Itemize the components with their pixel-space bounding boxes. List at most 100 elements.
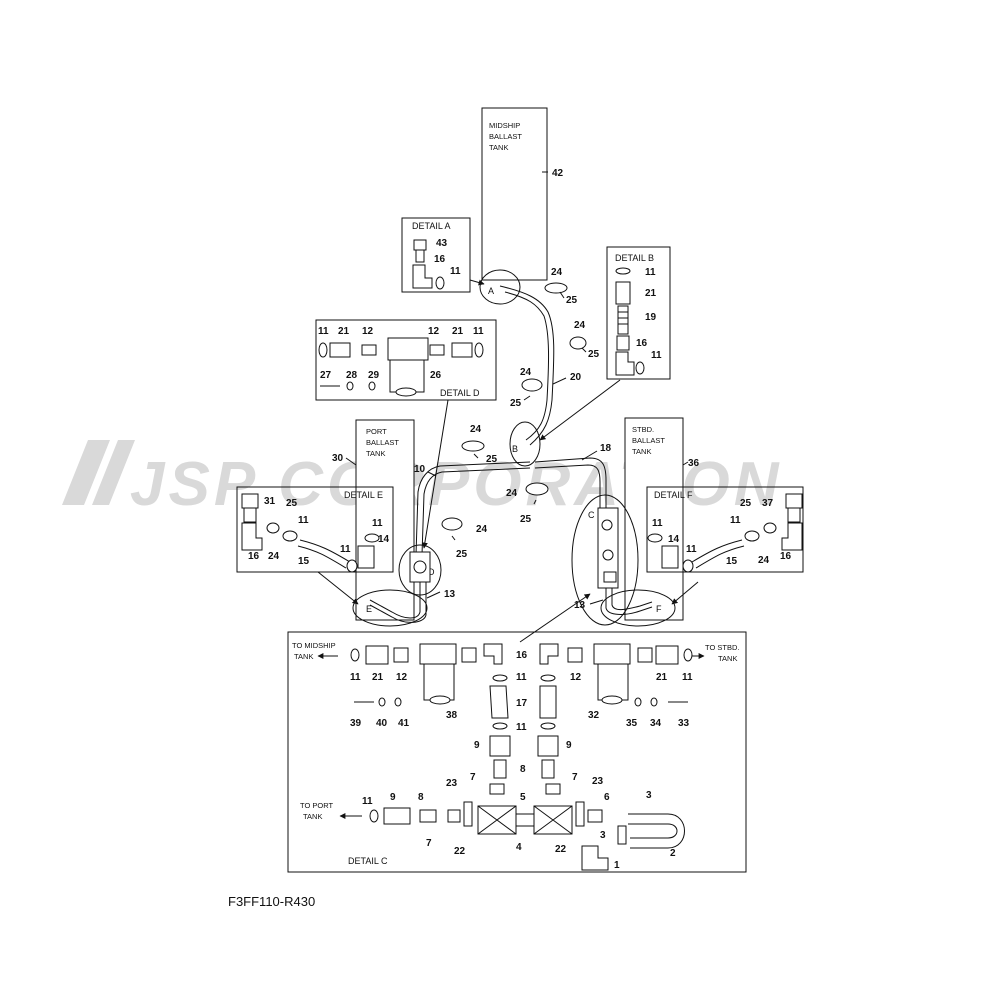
callout-k35: 35 <box>626 718 638 729</box>
port-tank-label-1: PORT <box>366 427 387 436</box>
callout-25f: 25 <box>456 549 468 560</box>
circle-d: D <box>398 544 442 596</box>
callout-42: 42 <box>552 168 564 179</box>
detail-c-title: DETAIL C <box>348 856 388 866</box>
callout-k21a: 21 <box>372 672 384 683</box>
callout-k4: 4 <box>516 842 522 853</box>
port-tank-label-3: TANK <box>366 449 385 458</box>
detail-b: DETAIL B 11 21 19 16 11 <box>606 246 671 380</box>
callout-d12-left: 12 <box>362 326 374 337</box>
callout-10: 10 <box>414 464 426 475</box>
to-stbd-line-2: TANK <box>718 654 737 663</box>
callout-k32: 32 <box>588 710 600 721</box>
callout-20: 20 <box>570 372 582 383</box>
callout-e11b: 11 <box>372 518 383 529</box>
callout-d21-right: 21 <box>452 326 464 337</box>
callout-k8b: 8 <box>418 792 424 803</box>
callout-24b: 24 <box>574 320 586 331</box>
callout-25c: 25 <box>510 398 522 409</box>
circle-e: E <box>352 589 428 627</box>
detail-b-title: DETAIL B <box>615 253 654 263</box>
callout-d29: 29 <box>368 370 380 381</box>
callout-e16: 16 <box>248 551 260 562</box>
callout-24c: 24 <box>520 367 532 378</box>
callout-f11b: 11 <box>652 518 663 529</box>
callout-16a: 16 <box>434 254 446 265</box>
midship-tank-label-1: MIDSHIP <box>489 121 520 130</box>
callout-k41: 41 <box>398 718 410 729</box>
detail-e-title: DETAIL E <box>344 490 383 500</box>
callout-f24: 24 <box>758 555 770 566</box>
callout-f37: 37 <box>762 498 774 509</box>
circle-c: C <box>571 494 639 626</box>
callout-d12-right: 12 <box>428 326 440 337</box>
midship-tank-label-3: TANK <box>489 143 508 152</box>
callout-13-right: 13 <box>574 600 586 611</box>
callout-16b: 16 <box>636 338 648 349</box>
midship-tank-label-2: BALLAST <box>489 132 522 141</box>
callout-k7c: 7 <box>426 838 432 849</box>
callout-d21-left: 21 <box>338 326 350 337</box>
callout-k11e: 11 <box>362 796 373 807</box>
circle-f-letter: F <box>656 604 662 614</box>
callout-24d: 24 <box>470 424 482 435</box>
callout-24a: 24 <box>551 267 563 278</box>
drawing-code: F3FF110-R430 <box>228 894 315 909</box>
watermark-logo-mark <box>62 440 135 505</box>
callout-k38: 38 <box>446 710 458 721</box>
callout-24e: 24 <box>506 488 518 499</box>
callout-k21b: 21 <box>656 672 668 683</box>
callout-25d: 25 <box>486 454 498 465</box>
callout-k11a: 11 <box>350 672 361 683</box>
callout-e25: 25 <box>286 498 298 509</box>
detail-a: DETAIL A 43 16 11 <box>401 217 471 293</box>
callout-k3a: 3 <box>646 790 652 801</box>
detail-e: DETAIL E 31 25 11 11 11 14 16 24 15 <box>236 486 394 573</box>
callout-k17: 17 <box>516 698 528 709</box>
detail-a-title: DETAIL A <box>412 221 451 231</box>
callout-k12b: 12 <box>570 672 582 683</box>
clamp-group-1: 24 25 <box>544 267 578 306</box>
callout-d26: 26 <box>430 370 442 381</box>
circle-b-letter: B <box>512 444 518 454</box>
detail-f-title: DETAIL F <box>654 490 693 500</box>
callout-11b1: 11 <box>645 267 656 278</box>
callout-25e: 25 <box>520 514 532 525</box>
callout-k11b: 11 <box>682 672 693 683</box>
callout-d27: 27 <box>320 370 332 381</box>
detail-f: DETAIL F 25 37 11 11 11 14 16 24 15 <box>646 486 804 573</box>
to-midship-line-2: TANK <box>294 652 313 661</box>
midship-ballast-tank: MIDSHIP BALLAST TANK <box>481 107 548 281</box>
callout-43: 43 <box>436 238 448 249</box>
callout-k40: 40 <box>376 718 388 729</box>
callout-11a: 11 <box>450 266 461 277</box>
stbd-tank-label-3: TANK <box>632 447 651 456</box>
callout-d11-left: 11 <box>318 326 329 337</box>
circle-d-letter: D <box>428 567 435 577</box>
circle-c-letter: C <box>588 510 595 520</box>
callout-e11a: 11 <box>298 515 309 526</box>
callout-f14: 14 <box>668 534 680 545</box>
clamp-group-3: 24 25 <box>510 367 543 409</box>
callout-k22b: 22 <box>555 844 567 855</box>
clamp-group-5: 24 25 <box>506 482 549 525</box>
callout-24f: 24 <box>476 524 488 535</box>
callout-k1: 1 <box>614 860 620 871</box>
to-port-line-1: TO PORT <box>300 801 333 810</box>
callout-k9a: 9 <box>474 740 480 751</box>
callout-d28: 28 <box>346 370 358 381</box>
callout-k34: 34 <box>650 718 662 729</box>
to-stbd-line-1: TO STBD. <box>705 643 739 652</box>
clamp-group-6: 24 25 <box>441 517 488 560</box>
callout-f16: 16 <box>780 551 792 562</box>
detail-d: 11 21 12 12 21 11 27 28 29 26 DETAIL D <box>315 319 497 401</box>
callout-e14: 14 <box>378 534 390 545</box>
clamp-group-2: 24 25 <box>569 320 600 360</box>
callout-k5: 5 <box>520 792 526 803</box>
callout-k7b: 7 <box>572 772 578 783</box>
callout-25a: 25 <box>566 295 578 306</box>
stbd-tank-label-2: BALLAST <box>632 436 665 445</box>
watermark-text: JSP CORPORATION <box>130 450 783 519</box>
callout-k12a: 12 <box>396 672 408 683</box>
